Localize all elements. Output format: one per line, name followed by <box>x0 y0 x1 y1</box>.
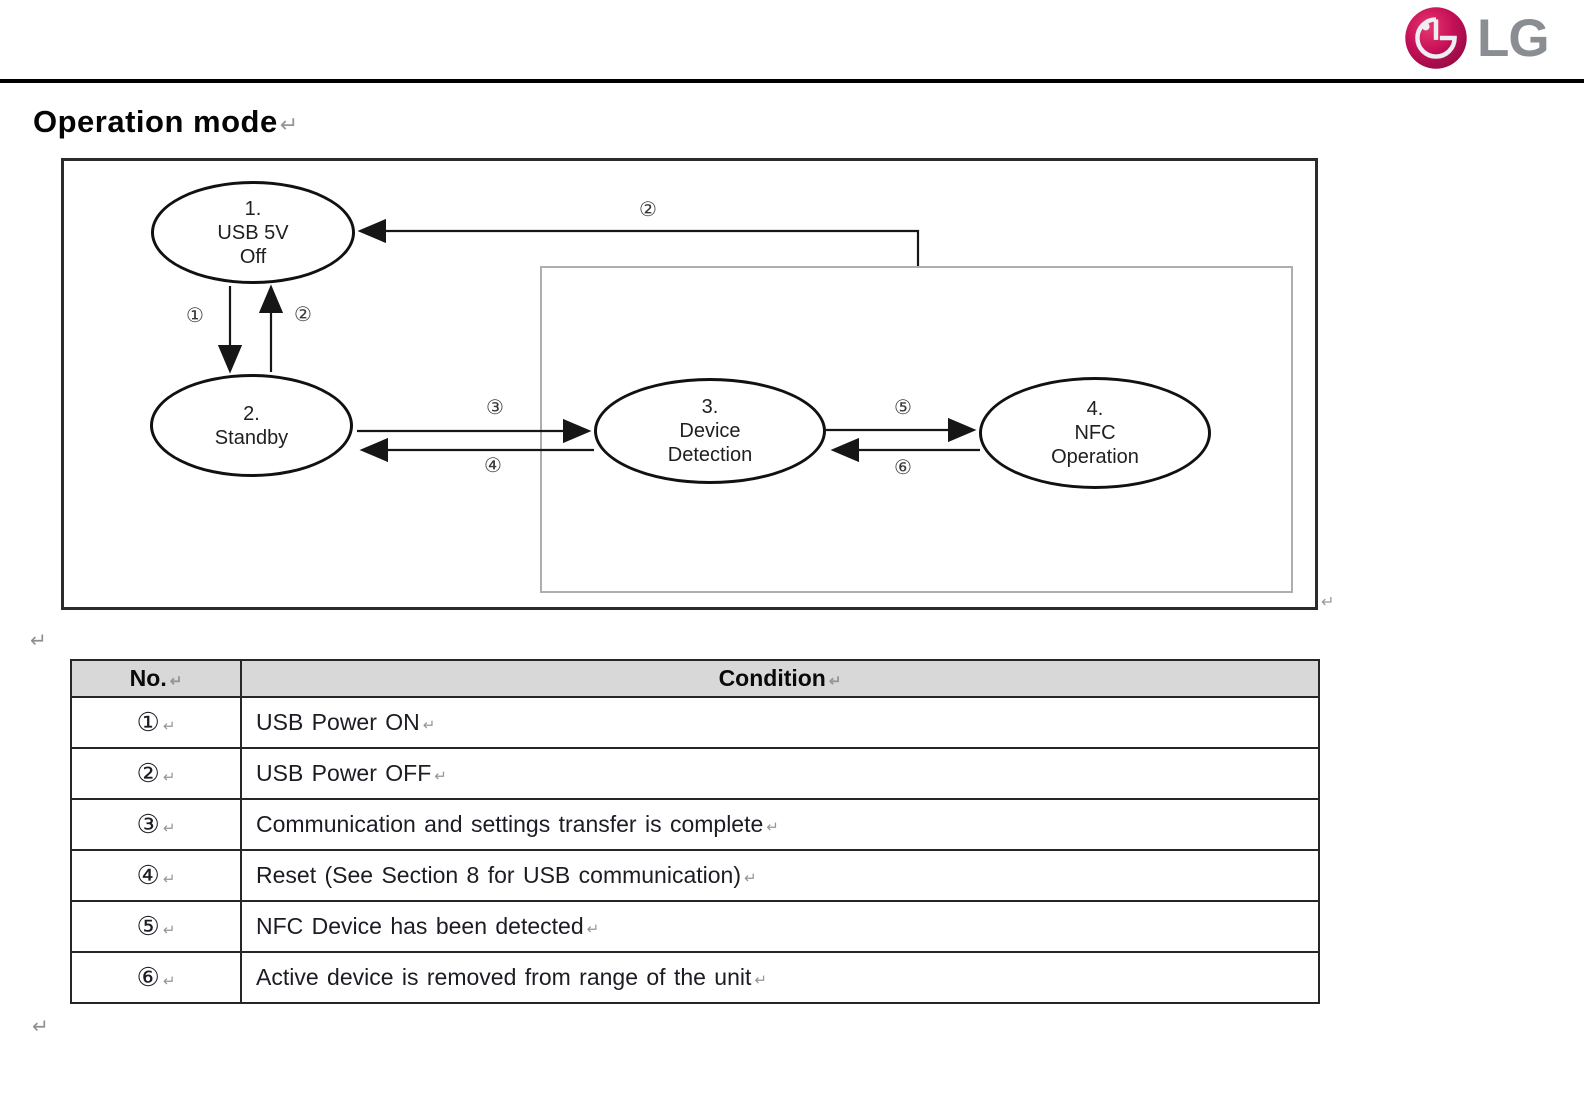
table-row: ③↵ Communication and settings transfer i… <box>70 798 1320 851</box>
condition-text: Active device is removed from range of t… <box>256 964 752 990</box>
paragraph-mark: ↵ <box>422 717 436 734</box>
table-row: ④↵ Reset (See Section 8 for USB communic… <box>70 849 1320 902</box>
transition-label-1: ① <box>186 305 204 327</box>
state-line: NFC <box>1074 422 1116 444</box>
state-usb-5v-off: 1. USB 5V Off <box>151 181 355 284</box>
condition-text: Reset (See Section 8 for USB communicati… <box>256 862 741 888</box>
circled-number: ③ <box>136 809 160 839</box>
table-row: ①↵ USB Power ON↵ <box>70 696 1320 749</box>
transition-label-5: ⑤ <box>894 397 912 419</box>
circled-number: ⑤ <box>136 911 160 941</box>
state-line: Operation <box>1051 446 1139 468</box>
row-condition: Reset (See Section 8 for USB communicati… <box>240 849 1320 902</box>
circled-number: ⑥ <box>136 962 160 992</box>
lg-logo: LG <box>1404 6 1550 70</box>
operation-mode-diagram: 1. USB 5V Off 2. Standby 3. Device Detec… <box>61 158 1318 610</box>
nfc-region-box <box>540 266 1293 593</box>
condition-text: NFC Device has been detected <box>256 913 584 939</box>
row-no: ②↵ <box>70 747 242 800</box>
table-row: ⑥↵ Active device is removed from range o… <box>70 951 1320 1004</box>
table-row: ⑤↵ NFC Device has been detected↵ <box>70 900 1320 953</box>
state-line: Standby <box>214 426 289 449</box>
row-no: ①↵ <box>70 696 242 749</box>
row-no: ④↵ <box>70 849 242 902</box>
paragraph-mark: ↵ <box>766 819 779 836</box>
paragraph-mark: ↵ <box>279 112 299 137</box>
lg-symbol-icon <box>1405 7 1467 69</box>
page-title: Operation mode↵ <box>33 104 299 140</box>
paragraph-mark: ↵ <box>162 769 176 786</box>
transition-label-4: ④ <box>484 455 502 477</box>
state-line: 1. <box>244 197 262 220</box>
col-header-no: No.↵ <box>70 659 242 698</box>
state-line: Off <box>239 245 267 268</box>
paragraph-mark: ↵ <box>754 972 767 989</box>
row-condition: Active device is removed from range of t… <box>240 951 1320 1004</box>
circled-number: ② <box>136 758 160 788</box>
state-line: USB 5V <box>217 221 289 244</box>
condition-text: USB Power OFF <box>256 760 432 786</box>
row-condition: USB Power OFF↵ <box>240 747 1320 800</box>
circled-number: ④ <box>136 860 160 890</box>
state-standby: 2. Standby <box>150 374 353 477</box>
row-condition: Communication and settings transfer is c… <box>240 798 1320 851</box>
table-row: ②↵ USB Power OFF↵ <box>70 747 1320 800</box>
paragraph-mark: ↵ <box>586 921 600 938</box>
page-title-text: Operation mode <box>33 104 278 139</box>
row-condition: NFC Device has been detected↵ <box>240 900 1320 953</box>
row-no: ③↵ <box>70 798 242 851</box>
row-no: ⑤↵ <box>70 900 242 953</box>
paragraph-mark: ↵ <box>162 718 176 735</box>
state-line: 2. <box>243 402 260 425</box>
state-line: 4. <box>1086 398 1104 420</box>
transition-label-3: ③ <box>486 397 504 419</box>
state-line: Device <box>679 420 741 442</box>
header-divider <box>0 79 1584 83</box>
paragraph-mark: ↵ <box>743 870 757 887</box>
paragraph-mark: ↵ <box>162 871 176 888</box>
col-header-condition-text: Condition <box>718 665 826 691</box>
transition-label-2-return: ② <box>639 199 657 221</box>
lg-wordmark: LG <box>1477 8 1550 68</box>
condition-text: Communication and settings transfer is c… <box>256 811 764 837</box>
paragraph-mark: ↵ <box>162 820 176 837</box>
paragraph-mark: ↵ <box>162 922 176 939</box>
paragraph-mark: ↵ <box>828 673 842 690</box>
state-device-detection: 3. Device Detection <box>594 378 826 484</box>
condition-text: USB Power ON <box>256 709 420 735</box>
col-header-condition: Condition↵ <box>240 659 1320 698</box>
anchor-mark: ↵ <box>1321 594 1335 611</box>
paragraph-mark: ↵ <box>169 673 183 690</box>
paragraph-mark: ↵ <box>434 768 447 785</box>
transition-label-6: ⑥ <box>894 457 912 479</box>
state-line: 3. <box>701 396 719 418</box>
state-line: Detection <box>667 444 753 466</box>
transition-label-2: ② <box>294 304 312 326</box>
paragraph-mark: ↵ <box>162 973 176 990</box>
row-condition: USB Power ON↵ <box>240 696 1320 749</box>
row-no: ⑥↵ <box>70 951 242 1004</box>
paragraph-mark: ↵ <box>32 1016 49 1038</box>
col-header-no-text: No. <box>129 665 167 691</box>
state-nfc-operation: 4. NFC Operation <box>979 377 1211 489</box>
table-header-row: No.↵ Condition↵ <box>70 659 1320 698</box>
arrow-power-off-return <box>357 218 920 266</box>
circled-number: ① <box>136 707 160 737</box>
condition-table: No.↵ Condition↵ ①↵ USB Power ON↵ ②↵ USB … <box>70 659 1320 1004</box>
paragraph-mark: ↵ <box>30 630 47 652</box>
